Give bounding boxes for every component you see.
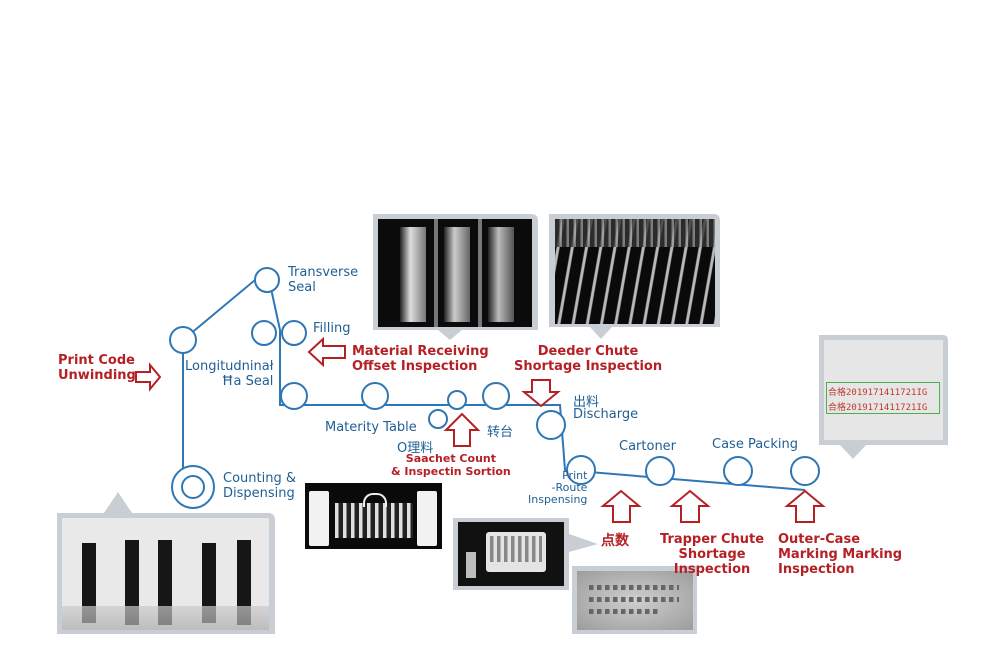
roller bbox=[281, 320, 307, 346]
filling-label: Filling bbox=[313, 321, 351, 336]
arrow-up-icon bbox=[443, 412, 481, 447]
cartoner-label: Cartoner bbox=[619, 439, 677, 454]
screen-label: 合格2019171411721IG bbox=[828, 403, 928, 413]
roller bbox=[251, 320, 277, 346]
roller bbox=[536, 410, 566, 440]
outer-case-inspection-image: 合格2019171411721IG 合格2019171411721IG bbox=[824, 340, 943, 440]
roller bbox=[428, 409, 448, 429]
roller bbox=[169, 326, 197, 354]
roller bbox=[645, 456, 675, 486]
machine-part bbox=[363, 493, 387, 507]
roller bbox=[254, 267, 280, 293]
cartoner-image bbox=[458, 522, 564, 586]
sachet-strip bbox=[444, 227, 470, 322]
roller bbox=[181, 475, 205, 499]
print-route-label: Print -Route Inspensing bbox=[528, 469, 588, 506]
arrow-left-icon bbox=[307, 336, 346, 368]
roller bbox=[790, 456, 820, 486]
trapper-chute-inspection-label: Trapper Chute Shortage Inspection bbox=[660, 532, 765, 577]
code-strip bbox=[237, 540, 251, 625]
arrow-down-icon bbox=[521, 379, 561, 408]
code-strip bbox=[202, 543, 216, 623]
counting-dispensing-label: Counting & Dispensing bbox=[223, 471, 296, 501]
arrow-up-icon bbox=[784, 489, 826, 523]
roller bbox=[447, 390, 467, 410]
roller bbox=[723, 456, 753, 486]
inspection-arrows bbox=[135, 336, 826, 523]
turntable-label: 转台 bbox=[487, 425, 514, 440]
arrow-up-icon bbox=[669, 489, 711, 523]
roller bbox=[566, 455, 596, 485]
deeder-chute-inspection-label: Deeder Chute Shortage Inspection bbox=[514, 344, 663, 374]
material-receiving-image bbox=[378, 219, 532, 327]
outer-case-inspection-label: Outer-Case Marking Marking Inspection bbox=[778, 532, 903, 577]
code-strip bbox=[125, 540, 139, 625]
machine-part bbox=[309, 491, 329, 546]
detection-box bbox=[826, 382, 940, 414]
emboss-line bbox=[589, 585, 679, 590]
arrow-up-icon bbox=[600, 489, 642, 523]
code-strip bbox=[62, 606, 269, 630]
roller bbox=[361, 382, 389, 410]
roller bbox=[482, 382, 510, 410]
tray-slots bbox=[490, 536, 542, 562]
emboss-line bbox=[589, 609, 659, 614]
material-table-label: Materity Table bbox=[325, 420, 417, 435]
longitudinal-seal-label: Longitudninał Ħa Seal bbox=[185, 359, 274, 389]
o-material-label: O理料 bbox=[397, 441, 434, 456]
machine-part bbox=[335, 503, 413, 538]
discharge-label: Discharge bbox=[573, 407, 639, 422]
sachet-count-inspection-label: Saachet Count & Inspectin Sortion bbox=[391, 452, 511, 478]
print-code-image bbox=[62, 518, 269, 630]
transverse-seal-label: Transverse Seal bbox=[288, 265, 359, 295]
print-code-unwinding-label: Print Code Unwinding bbox=[58, 353, 136, 383]
emboss-line bbox=[589, 597, 679, 602]
code-strip bbox=[82, 543, 96, 623]
screen-label: 合格2019171411721IG bbox=[828, 388, 928, 398]
sachet-strip bbox=[488, 227, 514, 322]
rail bbox=[434, 219, 438, 327]
arrow-right-icon bbox=[135, 362, 162, 392]
deeder-chute-image bbox=[555, 219, 715, 324]
rail bbox=[478, 219, 482, 327]
material-receiving-inspection-label: Material Receiving Offset Inspection bbox=[352, 344, 489, 374]
sachet-strip bbox=[400, 227, 426, 322]
chuliao-label: 出料 bbox=[573, 395, 600, 410]
machine-part bbox=[417, 491, 437, 546]
embossed-code-image bbox=[577, 571, 693, 630]
dianshu-label: 点数 bbox=[601, 533, 629, 549]
case-packing-label: Case Packing bbox=[712, 437, 798, 452]
chute-top-bar bbox=[555, 219, 715, 247]
counting-machine-image bbox=[305, 483, 442, 549]
roller bbox=[280, 382, 308, 410]
code-strip bbox=[158, 540, 172, 625]
machine-part bbox=[466, 552, 476, 578]
rollers bbox=[169, 267, 820, 509]
